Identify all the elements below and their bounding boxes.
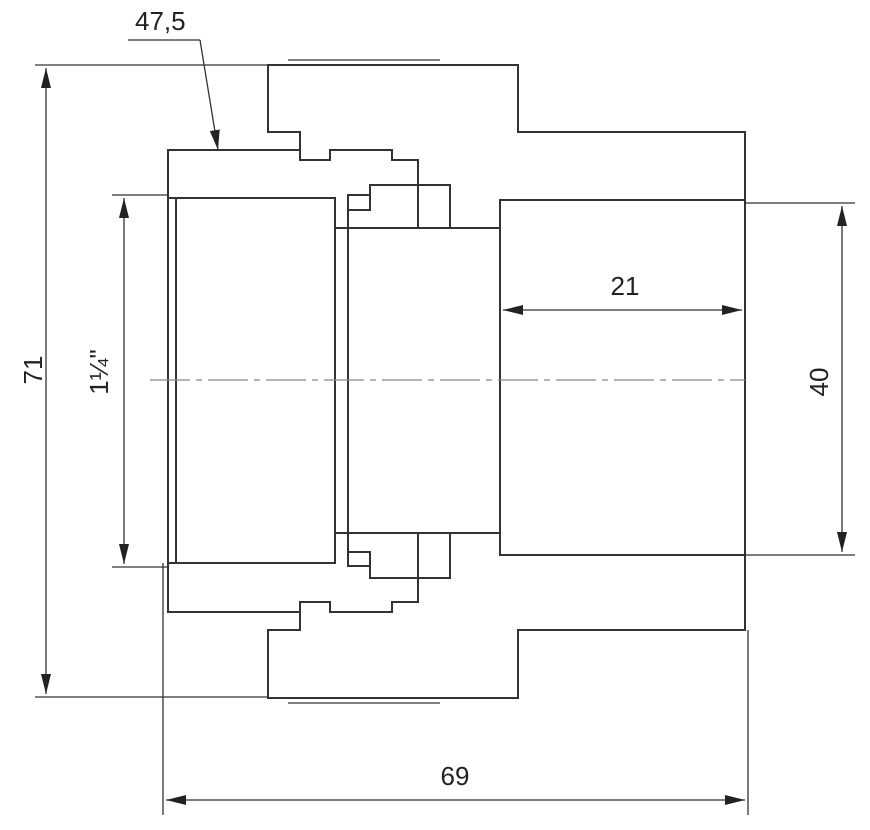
dimension-label-collar-diameter: 47,5 bbox=[135, 6, 186, 36]
dimension-thread-size: 1¼" bbox=[84, 194, 168, 568]
dimension-label-thread-size: 1¼" bbox=[84, 349, 114, 394]
dimension-label-overall-length: 69 bbox=[441, 761, 470, 791]
dimension-overall-length: 69 bbox=[162, 563, 749, 815]
dimension-pipe-bore: 40 bbox=[745, 202, 855, 556]
dimension-label-overall-height: 71 bbox=[18, 356, 48, 385]
dimension-overall-height: 71 bbox=[18, 64, 268, 698]
bore-outline bbox=[167, 59, 746, 704]
union-nut-bottom bbox=[267, 532, 746, 699]
threaded-body-bottom bbox=[167, 532, 419, 613]
dimension-socket-depth: 21 bbox=[503, 271, 742, 315]
threaded-body-top bbox=[167, 149, 419, 229]
dimension-collar-diameter: 47,5 bbox=[128, 6, 220, 151]
union-nut-top bbox=[267, 64, 746, 229]
dimension-label-socket-depth: 21 bbox=[611, 271, 640, 301]
dimension-label-pipe-bore: 40 bbox=[804, 368, 834, 397]
